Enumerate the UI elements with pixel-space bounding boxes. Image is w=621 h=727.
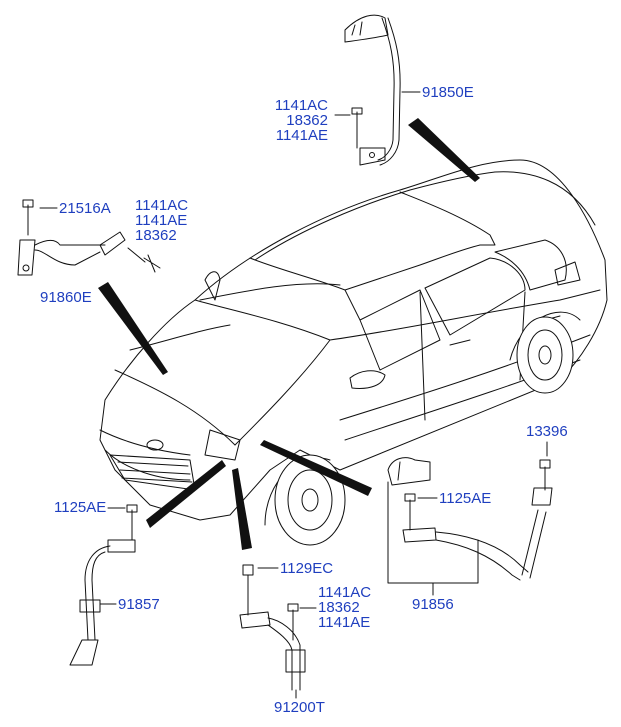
label-1141ac-bot[interactable]: 1141AC — [318, 584, 372, 601]
cable-91850e — [344, 14, 401, 166]
label-18362-top[interactable]: 18362 — [286, 112, 328, 129]
label-1141ac-top[interactable]: 1141AC — [274, 97, 328, 114]
label-group-mid-bolts: 1141AC 1141AE 18362 — [135, 198, 195, 243]
label-91200t[interactable]: 91200T — [274, 699, 325, 716]
label-91856[interactable]: 91856 — [412, 596, 454, 613]
label-21516a[interactable]: 21516A — [59, 200, 111, 217]
label-1141ae-mid[interactable]: 1141AE — [135, 212, 188, 229]
label-1141ac-mid[interactable]: 1141AC — [135, 197, 189, 214]
label-13396[interactable]: 13396 — [526, 423, 568, 440]
label-18362-bot[interactable]: 18362 — [318, 599, 360, 616]
cable-91200t — [239, 564, 306, 691]
label-18362-mid[interactable]: 18362 — [135, 227, 177, 244]
cable-91860e — [17, 199, 161, 276]
label-91860e[interactable]: 91860E — [40, 289, 92, 306]
car-illustration — [99, 159, 608, 546]
label-1141ae-top[interactable]: 1141AE — [275, 127, 328, 144]
cable-91856 — [387, 457, 553, 581]
label-91850e[interactable]: 91850E — [422, 84, 474, 101]
leader-bolt-mid — [127, 247, 146, 263]
label-group-top-bolts: 1141AC 18362 1141AE — [268, 98, 328, 143]
leader-wedges — [98, 118, 480, 550]
label-1141ae-bot[interactable]: 1141AE — [318, 614, 371, 631]
label-91857[interactable]: 91857 — [118, 596, 160, 613]
label-1129ec[interactable]: 1129EC — [280, 560, 334, 577]
label-1125ae-right[interactable]: 1125AE — [439, 490, 492, 507]
label-group-bot-bolts: 1141AC 18362 1141AE — [318, 585, 378, 630]
cable-91857 — [69, 504, 138, 666]
label-1125ae-left[interactable]: 1125AE — [54, 499, 107, 516]
